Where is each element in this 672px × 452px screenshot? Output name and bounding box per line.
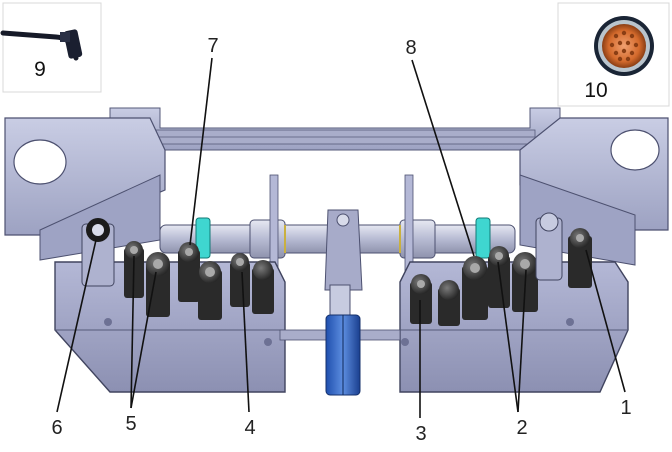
- callout-2: 2: [516, 417, 527, 439]
- leader-2b: [517, 269, 527, 413]
- inset-cable-label: 9: [34, 58, 46, 81]
- connector-left-middle: [198, 261, 222, 320]
- shaft-collar-left: [249, 219, 286, 259]
- leader-4: [241, 271, 250, 413]
- connector-2a: [488, 246, 510, 308]
- leader-2a: [497, 261, 519, 413]
- callout-4: 4: [244, 417, 255, 439]
- leader-5a: [130, 255, 135, 409]
- connector-7: [178, 242, 200, 302]
- connector-4: [230, 253, 250, 307]
- callout-labels: 1 2 3 4 5 6 7 8: [51, 35, 631, 445]
- connector-5b: [146, 252, 170, 317]
- teal-clip-right: [475, 217, 491, 259]
- callout-3: 3: [415, 423, 426, 445]
- leader-7: [189, 57, 213, 246]
- inset-cable-frame: [2, 2, 102, 93]
- connector-3: [410, 274, 432, 324]
- connector-right-grey: [535, 212, 563, 281]
- left-bracket-hole: [13, 139, 67, 185]
- machine-drawing: [4, 107, 669, 396]
- inset-connector: 10: [557, 2, 670, 107]
- leader-lines: [56, 57, 626, 418]
- right-bracket-hole: [610, 129, 660, 171]
- connector-6: [81, 218, 115, 287]
- teal-clip-left: [195, 217, 211, 259]
- callout-6: 6: [51, 417, 62, 439]
- connector-left-end: [252, 260, 274, 314]
- connector-1: [568, 228, 592, 288]
- callout-8: 8: [405, 37, 416, 59]
- connector-8: [462, 256, 488, 320]
- inset-cable: 9: [0, 2, 102, 93]
- inset-connector-label: 10: [584, 79, 607, 102]
- callout-5: 5: [125, 413, 136, 435]
- leader-8: [411, 59, 475, 257]
- callout-1: 1: [620, 397, 631, 419]
- leader-5b: [130, 271, 157, 409]
- center-plunger: [329, 284, 351, 316]
- leader-6: [56, 239, 97, 413]
- connector-right-a: [438, 280, 460, 326]
- leader-1: [585, 249, 626, 393]
- callout-7: 7: [207, 35, 218, 57]
- center-clevis: [324, 209, 363, 291]
